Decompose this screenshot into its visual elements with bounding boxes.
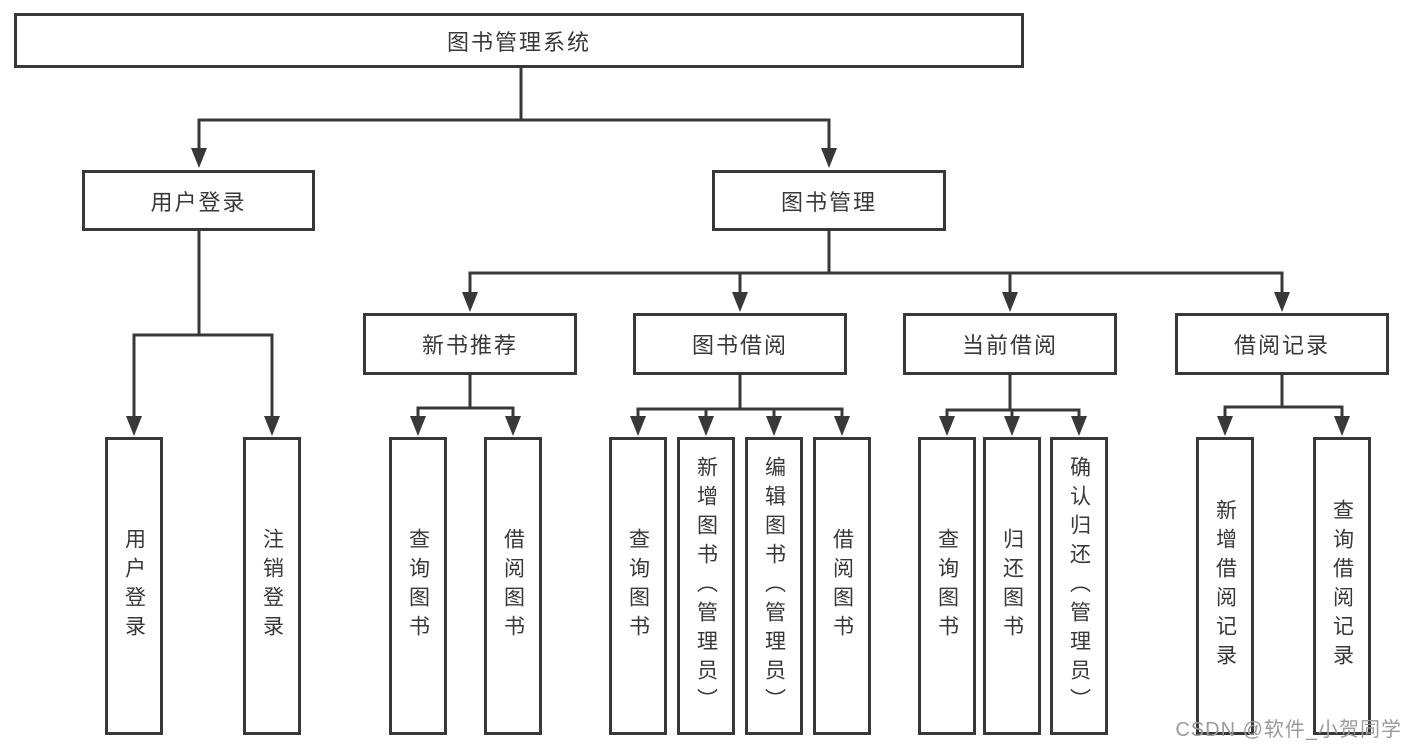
node-new-book-recommend: 新书推荐 xyxy=(363,313,577,375)
csdn-watermark: CSDN @软件_小贺同学 xyxy=(1175,719,1402,741)
connector-paths xyxy=(132,68,1344,418)
leaf-borrow-edit-books-admin: 编辑图书（管理员） xyxy=(745,437,803,735)
leaf-borrow-add-books-admin: 新增图书（管理员） xyxy=(677,437,735,735)
node-borrow-records: 借阅记录 xyxy=(1175,313,1389,375)
node-book-borrow: 图书借阅 xyxy=(633,313,847,375)
leaf-user-login: 用户登录 xyxy=(105,437,163,735)
leaf-borrow-borrow-books: 借阅图书 xyxy=(813,437,871,735)
leaf-records-query-record: 查询借阅记录 xyxy=(1313,437,1371,735)
leaf-recommend-query-books: 查询图书 xyxy=(389,437,447,735)
leaf-current-query-books: 查询图书 xyxy=(918,437,976,735)
leaf-logout: 注销登录 xyxy=(243,437,301,735)
node-current-borrow: 当前借阅 xyxy=(903,313,1117,375)
arrowheads xyxy=(126,148,1350,436)
leaf-borrow-query-books: 查询图书 xyxy=(609,437,667,735)
leaf-records-add-record: 新增借阅记录 xyxy=(1196,437,1254,735)
node-user-login: 用户登录 xyxy=(82,170,315,231)
node-book-management: 图书管理 xyxy=(712,170,946,231)
node-root-system: 图书管理系统 xyxy=(14,13,1024,68)
leaf-current-return-books: 归还图书 xyxy=(983,437,1041,735)
leaf-recommend-borrow-books: 借阅图书 xyxy=(484,437,542,735)
leaf-current-confirm-return-admin: 确认归还（管理员） xyxy=(1050,437,1108,735)
